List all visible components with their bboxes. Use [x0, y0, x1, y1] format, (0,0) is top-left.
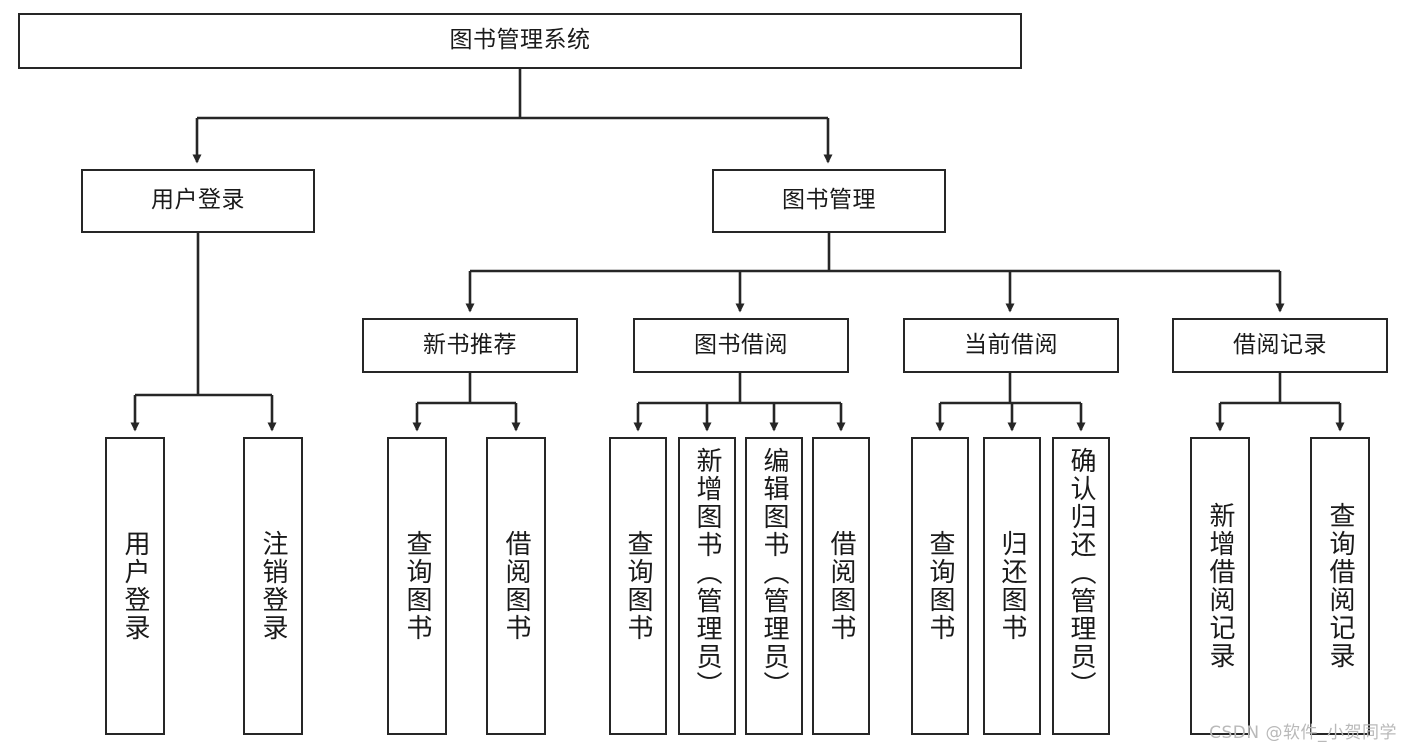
node-leaf-query-record-label: 查询借阅记录	[1325, 502, 1355, 670]
node-leaf-borrow-book-1[interactable]: 借阅图书	[486, 437, 546, 735]
node-leaf-confirm-return[interactable]: 确认归还（管理员）	[1052, 437, 1110, 735]
node-root-label: 图书管理系统	[449, 27, 591, 54]
node-user-login-label: 用户登录	[151, 187, 245, 214]
node-leaf-query-book-2[interactable]: 查询图书	[609, 437, 667, 735]
node-leaf-edit-book-label: 编辑图书（管理员）	[759, 447, 789, 699]
node-leaf-query-record[interactable]: 查询借阅记录	[1310, 437, 1370, 735]
node-leaf-borrow-book-1-label: 借阅图书	[501, 530, 531, 642]
node-leaf-return-book-label: 归还图书	[997, 530, 1027, 642]
node-borrow-record-label: 借阅记录	[1233, 331, 1327, 358]
node-leaf-user-logout[interactable]: 注销登录	[243, 437, 303, 735]
node-leaf-add-book-label: 新增图书（管理员）	[692, 447, 722, 699]
node-leaf-add-record[interactable]: 新增借阅记录	[1190, 437, 1250, 735]
node-leaf-add-record-label: 新增借阅记录	[1205, 502, 1235, 670]
node-leaf-confirm-return-label: 确认归还（管理员）	[1066, 447, 1096, 699]
node-leaf-user-logout-label: 注销登录	[258, 530, 288, 642]
node-book-borrow-label: 图书借阅	[694, 331, 788, 358]
node-leaf-user-login[interactable]: 用户登录	[105, 437, 165, 735]
node-leaf-query-book-1-label: 查询图书	[402, 530, 432, 642]
node-book-management-label: 图书管理	[782, 187, 876, 214]
node-leaf-borrow-book-2-label: 借阅图书	[826, 530, 856, 642]
node-book-management[interactable]: 图书管理	[712, 169, 946, 233]
node-leaf-query-book-3-label: 查询图书	[925, 530, 955, 642]
node-leaf-return-book[interactable]: 归还图书	[983, 437, 1041, 735]
node-new-book-recommend[interactable]: 新书推荐	[362, 318, 578, 373]
node-new-book-recommend-label: 新书推荐	[423, 331, 517, 358]
node-user-login[interactable]: 用户登录	[81, 169, 315, 233]
node-leaf-add-book[interactable]: 新增图书（管理员）	[678, 437, 736, 735]
node-leaf-query-book-3[interactable]: 查询图书	[911, 437, 969, 735]
node-leaf-user-login-label: 用户登录	[120, 530, 150, 642]
node-leaf-query-book-2-label: 查询图书	[623, 530, 653, 642]
node-leaf-edit-book[interactable]: 编辑图书（管理员）	[745, 437, 803, 735]
node-current-borrow-label: 当前借阅	[964, 331, 1058, 358]
csdn-watermark: CSDN @软件_小贺同学	[1209, 723, 1397, 743]
node-current-borrow[interactable]: 当前借阅	[903, 318, 1119, 373]
node-leaf-query-book-1[interactable]: 查询图书	[387, 437, 447, 735]
node-leaf-borrow-book-2[interactable]: 借阅图书	[812, 437, 870, 735]
node-root[interactable]: 图书管理系统	[18, 13, 1022, 69]
node-borrow-record[interactable]: 借阅记录	[1172, 318, 1388, 373]
node-book-borrow[interactable]: 图书借阅	[633, 318, 849, 373]
